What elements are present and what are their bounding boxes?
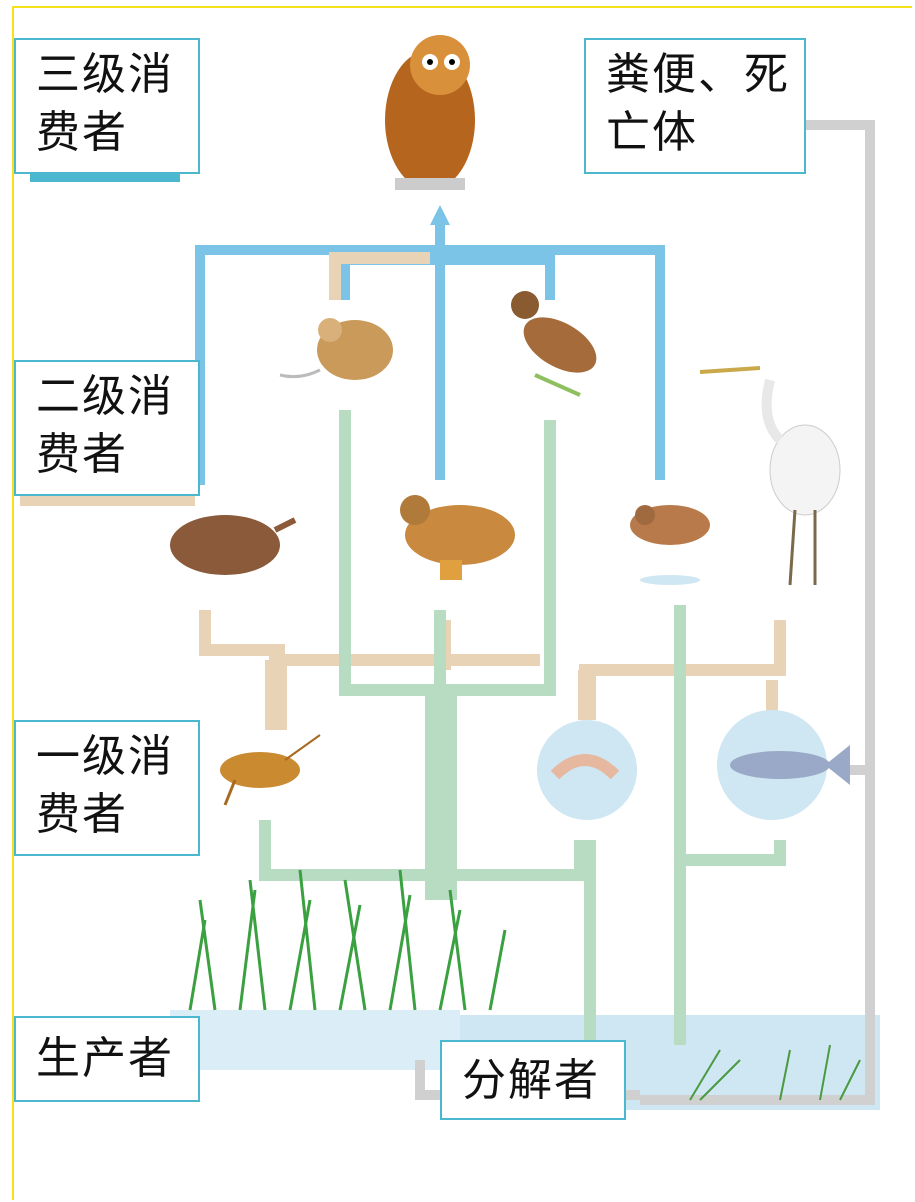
shrimp-icon: [537, 720, 637, 820]
waste-arrows: [415, 120, 875, 1105]
mouse-icon: [279, 318, 393, 380]
grasshopper-icon: [220, 734, 321, 806]
label-primary-consumer: 一级消费者: [14, 720, 200, 856]
duck-icon: [400, 495, 515, 580]
label-tertiary-consumer: 三级消费者: [14, 38, 200, 174]
page-frame: [12, 6, 912, 1200]
label-underline: [30, 174, 180, 182]
blue-arrows: [195, 220, 665, 485]
shrew-icon: [170, 515, 297, 575]
water-plants-icon: [689, 1044, 861, 1101]
arrow-to-owl: [430, 205, 450, 225]
fish-icon: [717, 710, 850, 820]
label-producer: 生产者: [14, 1016, 200, 1102]
green-arrows: [259, 410, 786, 1045]
label-decomposer: 分解者: [440, 1040, 626, 1120]
grass-icon: [188, 869, 507, 1011]
label-secondary-consumer: 二级消费者: [14, 360, 200, 496]
sandpiper-icon: [630, 505, 710, 585]
sparrow-icon: [511, 291, 597, 397]
egret-icon: [699, 366, 841, 586]
owl-icon: [385, 35, 475, 190]
label-waste: 粪便、死亡体: [584, 38, 806, 174]
